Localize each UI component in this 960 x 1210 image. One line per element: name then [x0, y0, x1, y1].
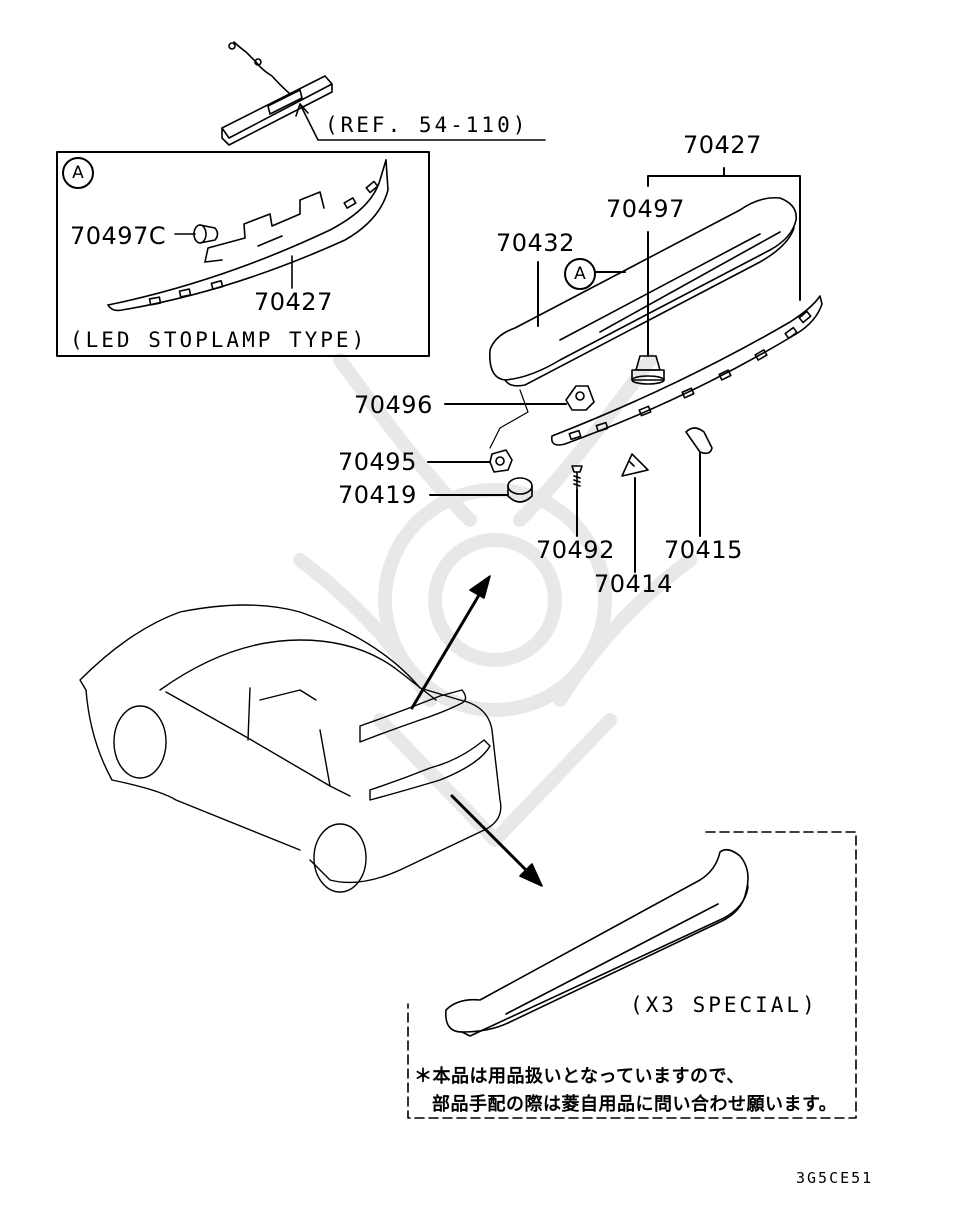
arrow-to-spoiler — [410, 588, 484, 710]
watermark-logo — [293, 353, 697, 847]
part-70419-label: 70419 — [338, 481, 417, 509]
x3-spoiler-drawing — [445, 848, 749, 1037]
car-drawing — [79, 604, 502, 893]
inset-box-led — [56, 151, 430, 357]
inset-caption: (LED STOPLAMP TYPE) — [70, 328, 368, 352]
callout-a-main: A — [564, 258, 596, 290]
part-70432-label: 70432 — [496, 229, 575, 257]
ref-stoplamp-drawing — [221, 41, 333, 146]
note-line-2: 部品手配の際は菱自用品に問い合わせ願います。 — [432, 1094, 838, 1115]
led-spoiler-base-drawing — [107, 159, 389, 312]
part-70496-label: 70496 — [354, 391, 433, 419]
part-70414-label: 70414 — [594, 570, 673, 598]
clip-70496-drawing — [565, 385, 595, 411]
note-line-1: ＊本品は用品扱いとなっていますので、 — [414, 1066, 745, 1087]
clip-70497-drawing — [631, 355, 665, 385]
part-70497-label: 70497 — [606, 195, 685, 223]
x3-special-label: (X3 SPECIAL) — [630, 993, 818, 1017]
part-70415-label: 70415 — [664, 536, 743, 564]
part-70427-label: 70427 — [683, 131, 762, 159]
x3-dashed-box — [407, 831, 857, 1119]
pad-70414-drawing — [621, 453, 649, 477]
part-70497C-label: 70497C — [70, 222, 167, 250]
part-70427-inset-label: 70427 — [254, 288, 333, 316]
grommet-70497C-drawing — [174, 224, 219, 244]
arrow-to-x3 — [450, 794, 532, 876]
main-base-drawing — [550, 295, 823, 446]
callout-a-inset: A — [62, 157, 94, 189]
leader-ref — [299, 103, 546, 141]
nut-70495-drawing — [489, 449, 513, 473]
ref-label: (REF. 54-110) — [325, 113, 529, 137]
main-spoiler-drawing — [488, 196, 797, 387]
screw-70492-drawing — [571, 465, 583, 491]
pad-70415-drawing — [685, 427, 713, 455]
diagram-code: 3G5CE51 — [796, 1169, 874, 1187]
part-70495-label: 70495 — [338, 448, 417, 476]
part-70492-label: 70492 — [536, 536, 615, 564]
cap-70419-drawing — [507, 477, 533, 503]
